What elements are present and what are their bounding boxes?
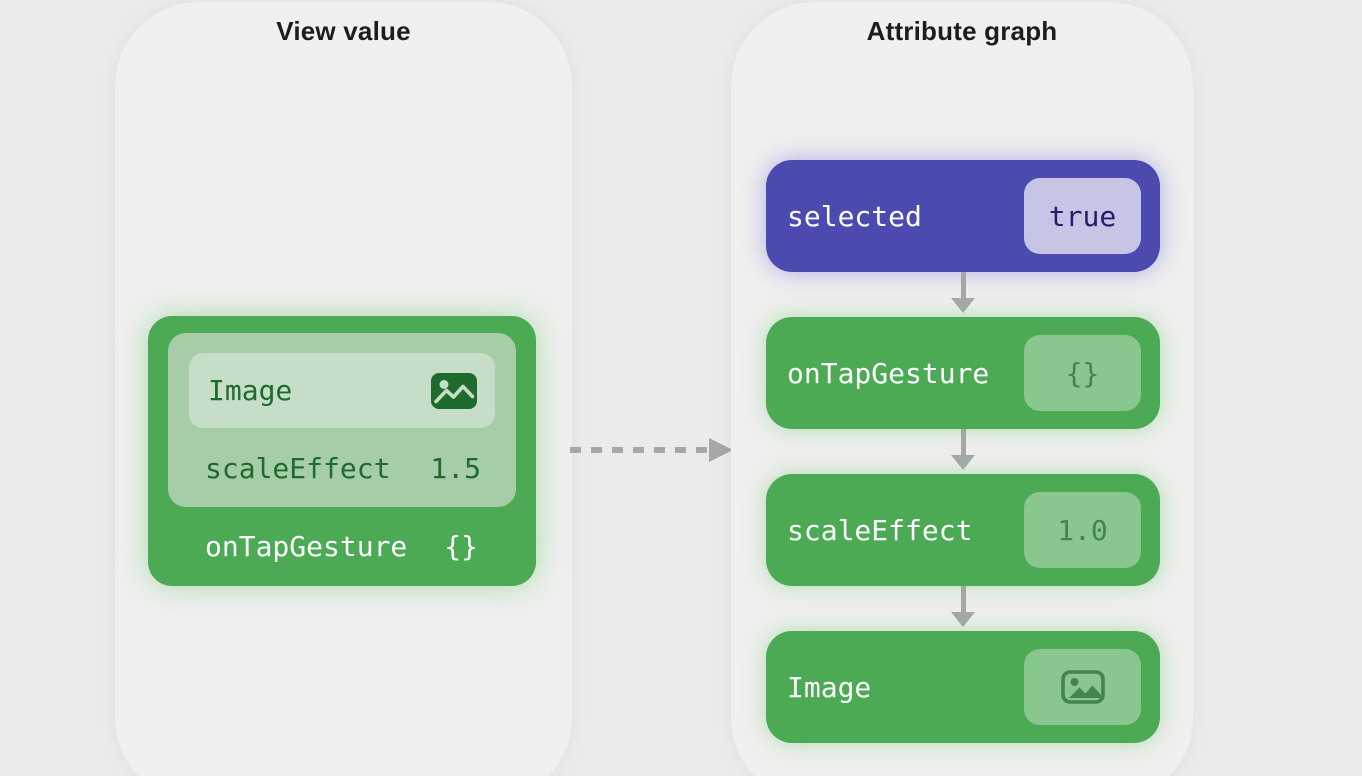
on-tap-gesture-label: onTapGesture	[205, 529, 408, 563]
graph-node-ontapgesture: onTapGesture {}	[766, 317, 1160, 429]
dashed-line	[570, 447, 709, 453]
node-value-badge: true	[1024, 178, 1141, 254]
down-arrow-icon	[766, 272, 1160, 317]
graph-node-image: Image	[766, 631, 1160, 743]
scale-effect-layer: Image scaleEffect 1.5	[168, 333, 516, 507]
node-label: Image	[787, 670, 872, 704]
photo-icon	[1060, 670, 1105, 704]
node-label: selected	[787, 199, 922, 233]
view-value-panel: View value Image scaleEffect 1.5 onTap	[115, 2, 572, 776]
node-value-badge: {}	[1024, 335, 1141, 411]
down-arrow-icon	[766, 586, 1160, 631]
on-tap-gesture-value: {}	[444, 529, 478, 563]
scale-effect-label: scaleEffect	[205, 451, 391, 485]
graph-node-scaleeffect: scaleEffect 1.0	[766, 474, 1160, 586]
scale-effect-value: 1.5	[430, 451, 481, 485]
dashed-arrow-right-icon	[570, 438, 733, 462]
view-value-card: Image scaleEffect 1.5 onTapGesture {}	[148, 316, 536, 586]
graph-node-selected: selected true	[766, 160, 1160, 272]
on-tap-gesture-row: onTapGesture {}	[205, 508, 478, 584]
image-layer: Image	[189, 353, 495, 428]
attribute-graph-title: Attribute graph	[866, 16, 1058, 46]
down-arrow-icon	[766, 429, 1160, 474]
attribute-graph-panel: Attribute graph selected true onTapGestu…	[731, 2, 1193, 776]
view-value-title: View value	[276, 16, 411, 46]
node-label: onTapGesture	[787, 356, 990, 390]
attribute-graph: selected true onTapGesture {} scaleEffec…	[766, 160, 1160, 743]
node-value-badge	[1024, 649, 1141, 725]
arrow-head	[709, 438, 733, 462]
photo-icon	[431, 372, 477, 409]
scale-effect-row: scaleEffect 1.5	[205, 429, 481, 507]
image-label: Image	[208, 374, 293, 407]
node-label: scaleEffect	[787, 513, 973, 547]
node-value-badge: 1.0	[1024, 492, 1141, 568]
